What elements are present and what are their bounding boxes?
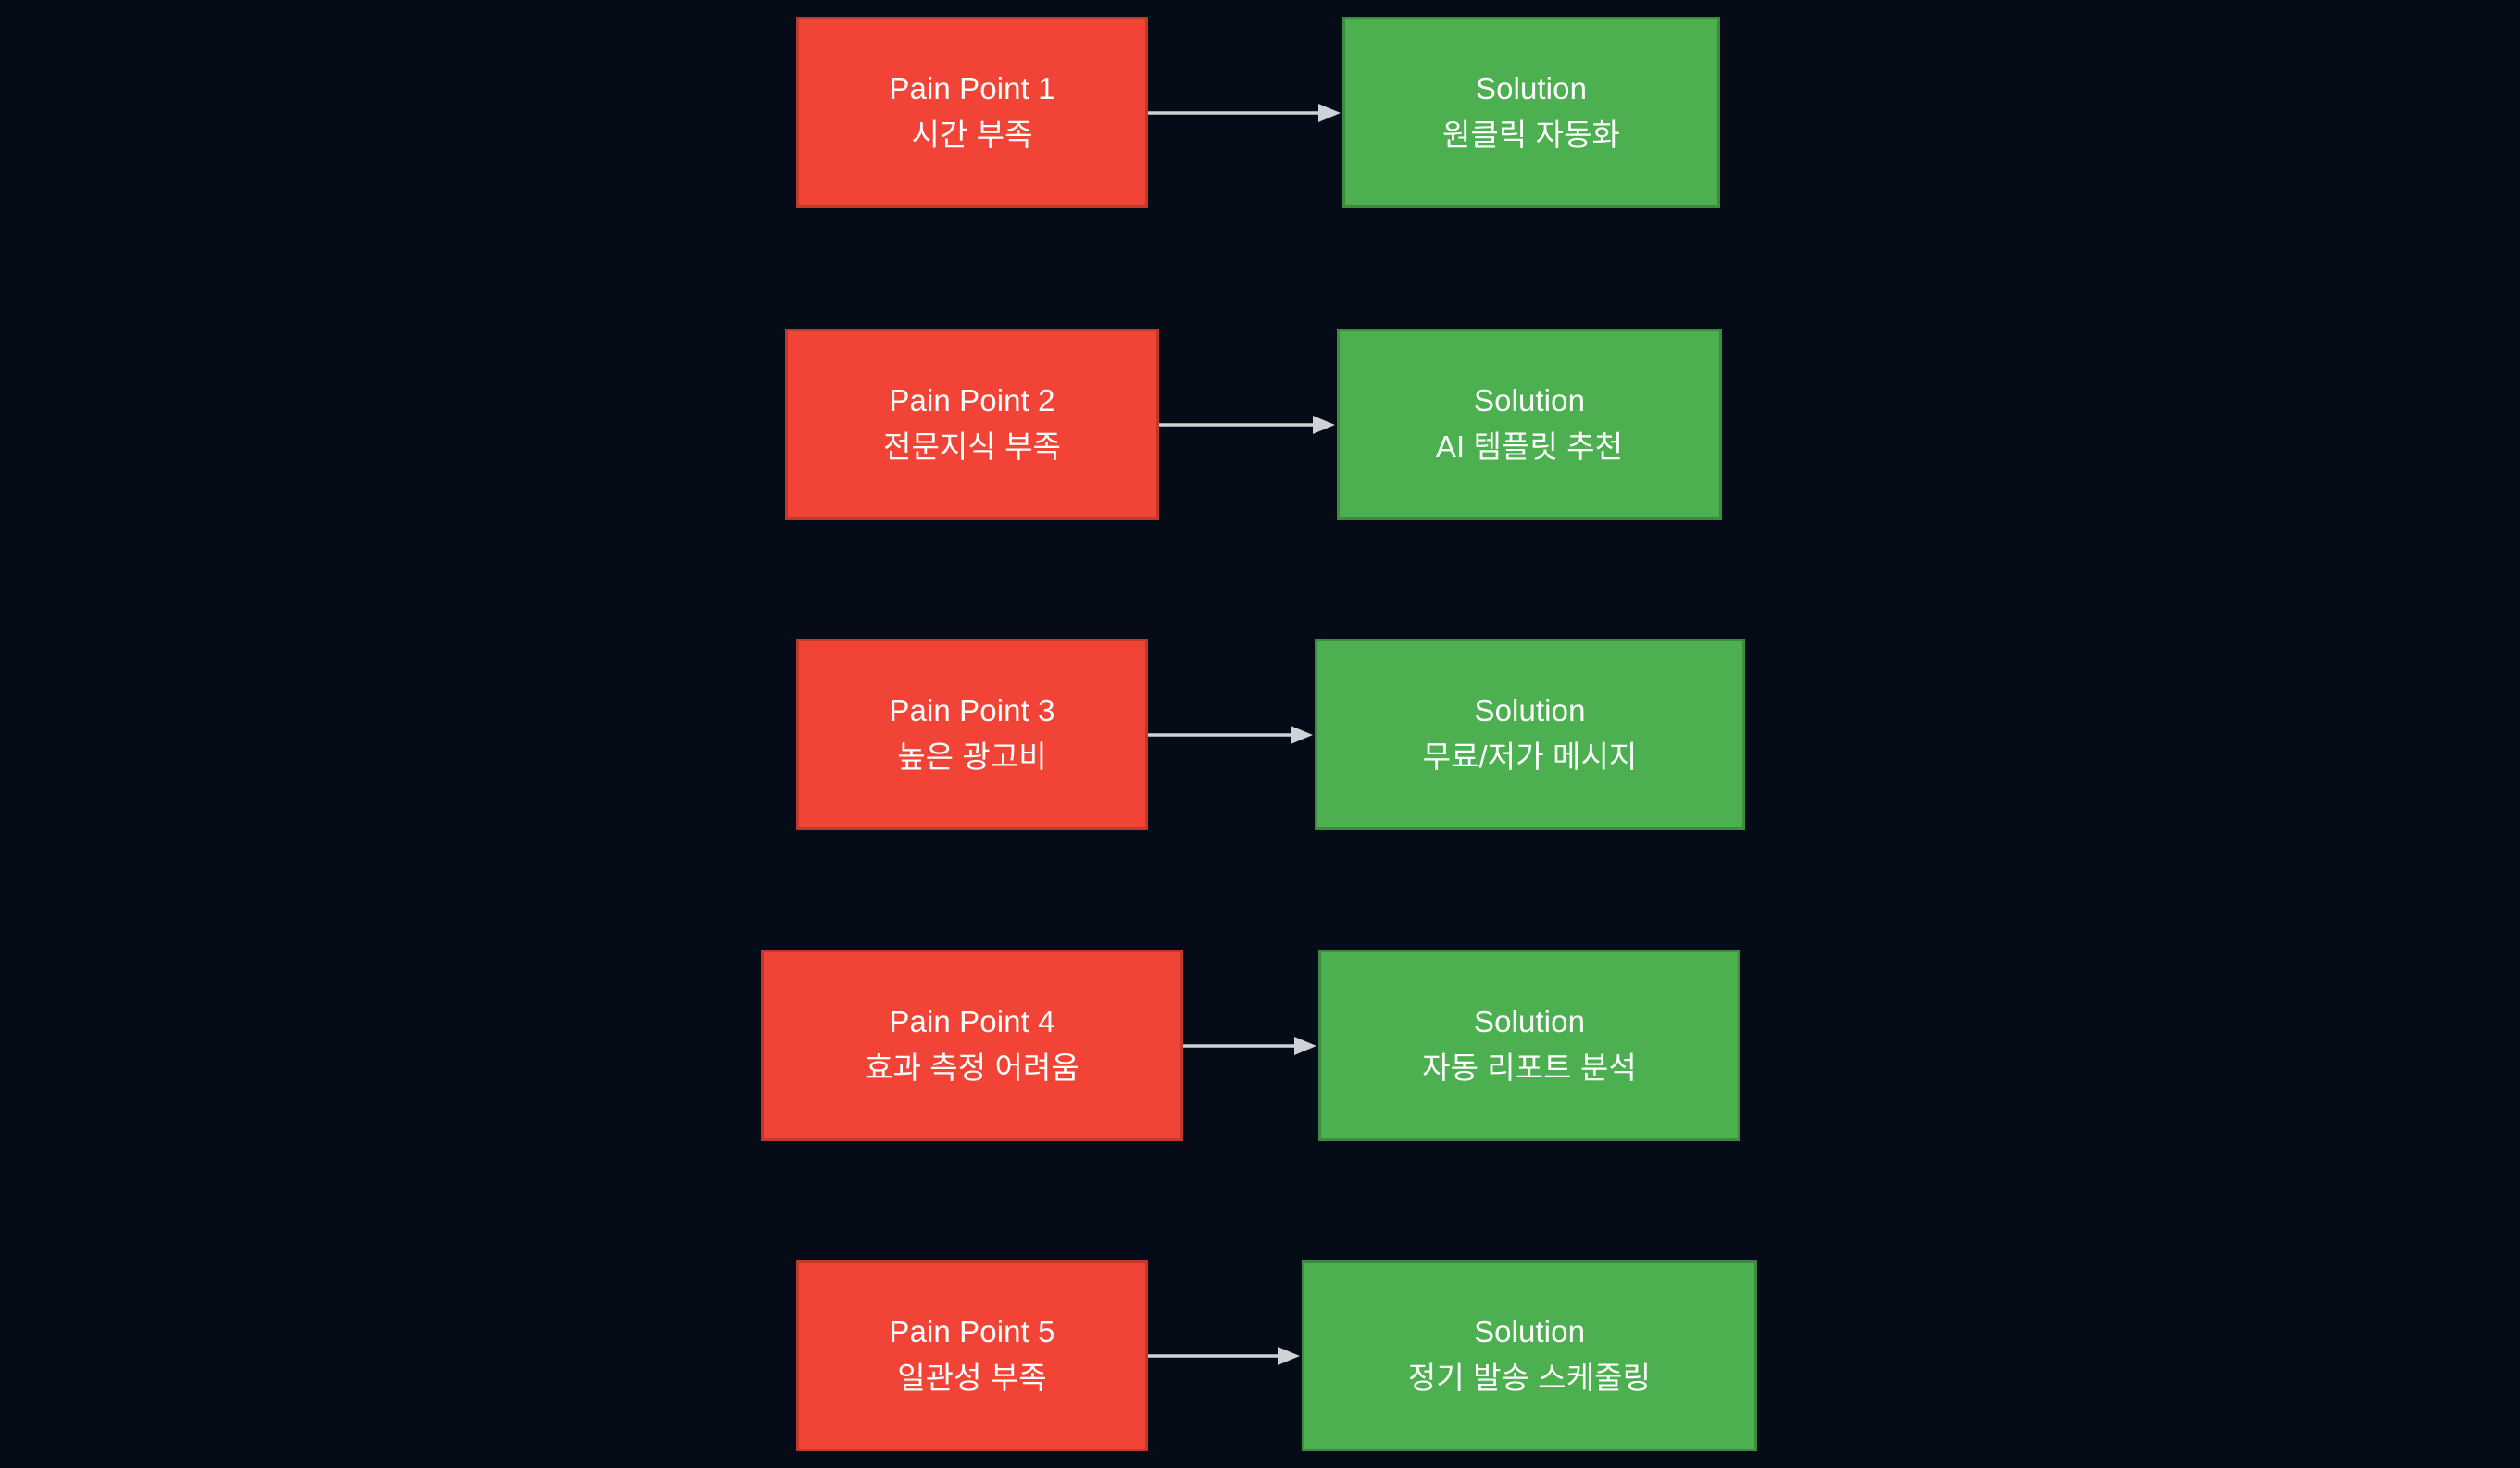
solution-detail-4: 자동 리포트 분석 [1422,1051,1637,1085]
pain-point-node-4[interactable]: Pain Point 4 효과 측정 어려움 [761,950,1183,1141]
pain-point-detail-3: 높은 광고비 [897,740,1047,774]
pain-point-title-2: Pain Point 2 [889,383,1055,418]
pain-point-node-3[interactable]: Pain Point 3 높은 광고비 [796,639,1148,830]
flow-row-3: Pain Point 3 높은 광고비 Solution 무료/저가 메시지 [0,639,2520,830]
solution-title-2: Solution [1473,383,1586,418]
pain-point-title-1: Pain Point 1 [889,71,1055,106]
flow-row-1: Pain Point 1 시간 부족 Solution 원클릭 자동화 [0,17,2520,208]
solution-node-2[interactable]: Solution AI 템플릿 추천 [1337,329,1722,520]
pain-point-title-5: Pain Point 5 [889,1314,1055,1350]
flow-arrow-5 [1148,1345,1300,1367]
pain-point-title-3: Pain Point 3 [889,693,1055,728]
flow-arrow-2 [1159,414,1335,436]
pain-point-detail-2: 전문지식 부족 [882,429,1062,464]
solution-detail-5: 정기 발송 스케줄링 [1407,1361,1652,1395]
pain-point-node-5[interactable]: Pain Point 5 일관성 부족 [796,1260,1148,1451]
pain-point-node-1[interactable]: Pain Point 1 시간 부족 [796,17,1148,208]
pain-point-node-2[interactable]: Pain Point 2 전문지식 부족 [785,329,1159,520]
solution-node-4[interactable]: Solution 자동 리포트 분석 [1318,950,1740,1141]
pain-point-detail-4: 효과 측정 어려움 [865,1051,1079,1085]
solution-title-3: Solution [1474,693,1586,728]
flow-row-5: Pain Point 5 일관성 부족 Solution 정기 발송 스케줄링 [0,1260,2520,1451]
flow-arrow-3 [1148,724,1313,746]
pain-point-title-4: Pain Point 4 [889,1004,1055,1039]
flow-row-2: Pain Point 2 전문지식 부족 Solution AI 템플릿 추천 [0,329,2520,520]
pain-point-detail-5: 일관성 부족 [897,1361,1047,1395]
solution-node-3[interactable]: Solution 무료/저가 메시지 [1315,639,1745,830]
solution-node-5[interactable]: Solution 정기 발송 스케줄링 [1302,1260,1757,1451]
solution-detail-3: 무료/저가 메시지 [1422,740,1638,774]
flow-arrow-4 [1183,1035,1316,1057]
solution-detail-1: 원클릭 자동화 [1441,118,1621,152]
solution-detail-2: AI 템플릿 추천 [1435,429,1624,464]
solution-node-1[interactable]: Solution 원클릭 자동화 [1342,17,1720,208]
flow-arrow-1 [1148,102,1341,124]
solution-title-1: Solution [1475,71,1588,106]
solution-title-5: Solution [1473,1314,1586,1350]
flow-row-4: Pain Point 4 효과 측정 어려움 Solution 자동 리포트 분석 [0,950,2520,1141]
solution-title-4: Solution [1473,1004,1586,1039]
pain-point-detail-1: 시간 부족 [911,118,1033,152]
